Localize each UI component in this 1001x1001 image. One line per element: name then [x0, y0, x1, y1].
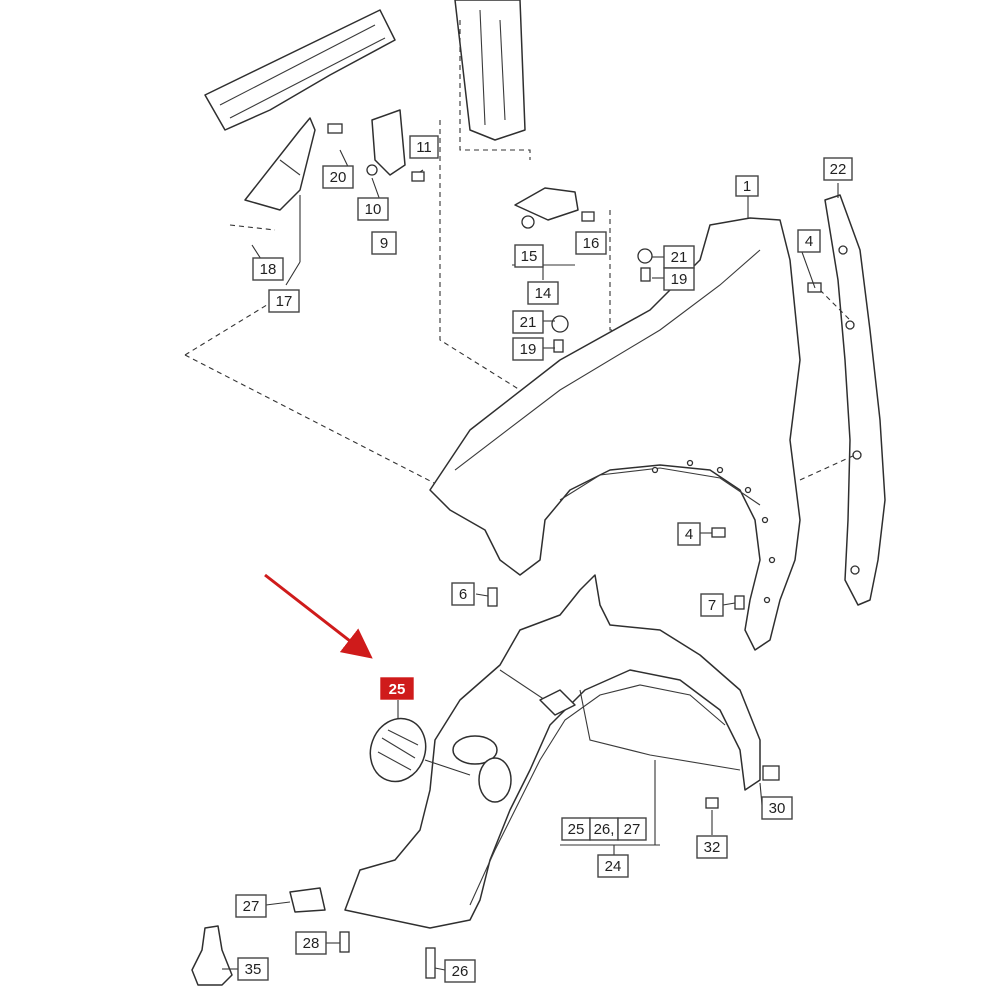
svg-text:20: 20 — [330, 169, 347, 186]
svg-text:27: 27 — [243, 898, 260, 915]
svg-text:27: 27 — [624, 821, 641, 838]
callout-27-group: 27 — [617, 817, 647, 841]
callout-10: 10 — [357, 197, 389, 221]
callout-35: 35 — [237, 957, 269, 981]
svg-text:1: 1 — [743, 178, 751, 195]
callout-22: 22 — [823, 157, 853, 181]
svg-text:6: 6 — [459, 586, 467, 603]
callout-19b: 19 — [512, 337, 544, 361]
svg-text:22: 22 — [830, 161, 847, 178]
callout-21b: 21 — [512, 310, 544, 334]
bracket-14 — [514, 187, 579, 221]
svg-text:14: 14 — [535, 285, 552, 302]
callout-11: 11 — [409, 135, 439, 159]
svg-text:4: 4 — [685, 526, 693, 543]
callout-17: 17 — [268, 289, 300, 313]
callout-6: 6 — [451, 582, 475, 606]
callout-25-highlight: 25 — [380, 677, 414, 700]
wheel-housing-liner — [344, 574, 761, 929]
bracket-9 — [371, 109, 406, 176]
callout-32: 32 — [696, 835, 728, 859]
svg-text:11: 11 — [416, 139, 432, 156]
arrow-indicator — [264, 573, 373, 659]
svg-text:7: 7 — [708, 597, 716, 614]
callout-25-group: 25 — [561, 817, 591, 841]
svg-text:19: 19 — [520, 341, 537, 358]
svg-text:25: 25 — [389, 681, 406, 698]
callout-4b: 4 — [677, 522, 701, 546]
svg-text:32: 32 — [704, 839, 721, 856]
callout-1: 1 — [735, 175, 759, 197]
svg-text:9: 9 — [380, 235, 388, 252]
grommet-cap — [369, 700, 471, 783]
svg-text:15: 15 — [521, 248, 538, 265]
svg-text:18: 18 — [260, 261, 277, 278]
fasteners — [191, 123, 822, 986]
callout-15: 15 — [514, 244, 544, 268]
body-frame-rail — [204, 0, 526, 141]
callout-14: 14 — [527, 281, 559, 305]
callout-21a: 21 — [663, 245, 695, 269]
callout-28: 28 — [295, 931, 327, 955]
fender-panel — [429, 195, 801, 651]
callout-9: 9 — [371, 231, 397, 255]
callout-27: 27 — [235, 894, 267, 918]
fender-trim-strip — [799, 183, 886, 606]
svg-text:4: 4 — [805, 233, 813, 250]
svg-text:30: 30 — [769, 800, 786, 817]
callout-24: 24 — [597, 854, 629, 878]
svg-text:19: 19 — [671, 271, 688, 288]
callout-26: 26 — [444, 959, 476, 983]
callout-leaders — [222, 149, 816, 971]
callout-7: 7 — [700, 593, 724, 617]
callout-26-group: 26, — [589, 817, 619, 841]
svg-text:26,: 26, — [594, 821, 615, 838]
svg-text:26: 26 — [452, 963, 469, 980]
svg-text:21: 21 — [520, 314, 537, 331]
svg-text:16: 16 — [583, 235, 600, 252]
svg-text:24: 24 — [605, 858, 622, 875]
callout-4a: 4 — [797, 229, 821, 253]
callout-20: 20 — [322, 165, 354, 189]
svg-text:10: 10 — [365, 201, 382, 218]
bracket-17 — [244, 117, 316, 262]
callout-19a: 19 — [663, 267, 695, 291]
fender-edge-holes — [651, 459, 776, 604]
svg-text:17: 17 — [276, 293, 293, 310]
svg-text:35: 35 — [245, 961, 262, 978]
svg-text:25: 25 — [568, 821, 585, 838]
callout-30: 30 — [761, 796, 793, 820]
svg-text:21: 21 — [671, 249, 688, 266]
callout-18: 18 — [252, 257, 284, 281]
svg-text:28: 28 — [303, 935, 320, 952]
callout-16: 16 — [575, 231, 607, 255]
